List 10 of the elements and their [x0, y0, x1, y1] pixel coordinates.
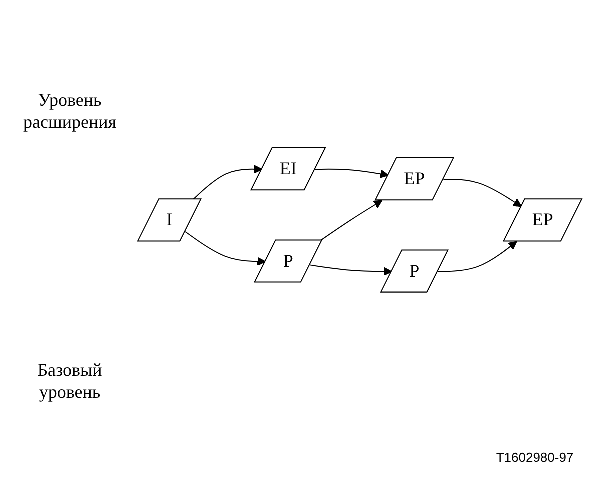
arrow: [310, 264, 392, 276]
arrow: [438, 241, 518, 272]
arrow: [320, 200, 383, 242]
row-label: Базовый уровень: [36, 360, 104, 404]
arrow: [185, 231, 266, 266]
arrow: [443, 178, 522, 208]
figure-number: T1602980-97: [495, 450, 575, 466]
row-label: Уровень расширения: [22, 90, 118, 134]
arrow: [192, 164, 263, 200]
arrow: [314, 168, 389, 178]
